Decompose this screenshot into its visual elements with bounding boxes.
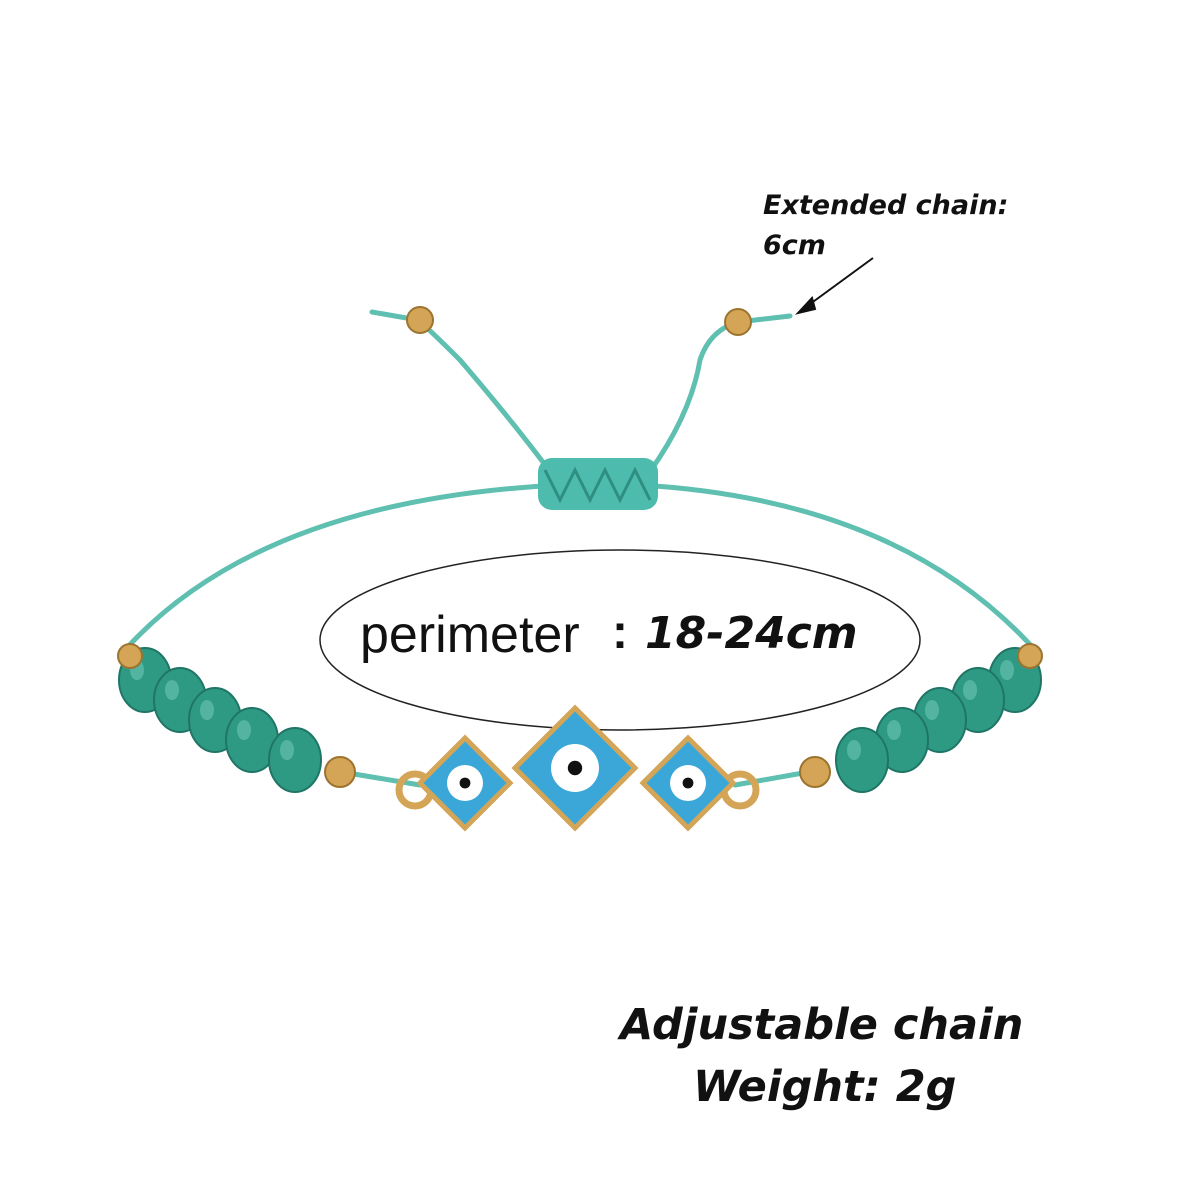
- crystal-bead: [268, 727, 322, 793]
- perimeter-separator: :: [612, 606, 628, 659]
- perimeter-value: 18-24cm: [645, 608, 858, 659]
- sliding-knot: [538, 458, 658, 510]
- bead-highlight: [165, 680, 179, 700]
- extended-chain-value: 6cm: [763, 230, 826, 261]
- gold-bead: [324, 756, 356, 788]
- gold-bead: [1017, 643, 1043, 669]
- adjustable-chain-text: Adjustable chain: [620, 1000, 1024, 1050]
- perimeter-ellipse: [319, 549, 921, 731]
- weight-text: Weight: 2g: [693, 1062, 957, 1112]
- eye-pupil: [567, 760, 583, 776]
- perimeter-label: perimeter: [360, 606, 580, 664]
- bead-highlight: [280, 740, 294, 760]
- arrow-icon: [795, 257, 874, 315]
- gold-bead: [799, 756, 831, 788]
- crystal-bead: [835, 727, 889, 793]
- gold-bead: [724, 308, 752, 336]
- eye-pupil: [682, 777, 694, 789]
- bead-highlight: [200, 700, 214, 720]
- eye-pupil: [459, 777, 471, 789]
- gold-bead: [117, 643, 143, 669]
- evil-eye-connector: [395, 704, 760, 832]
- bead-strands: [118, 647, 1042, 793]
- extended-chain-label: Extended chain:: [763, 190, 1009, 221]
- bead-highlight: [1000, 660, 1014, 680]
- bead-highlight: [237, 720, 251, 740]
- bead-highlight: [887, 720, 901, 740]
- bead-highlight: [925, 700, 939, 720]
- bead-highlight: [847, 740, 861, 760]
- bead-highlight: [963, 680, 977, 700]
- gold-bead: [406, 306, 434, 334]
- gold-beads: [117, 306, 1043, 788]
